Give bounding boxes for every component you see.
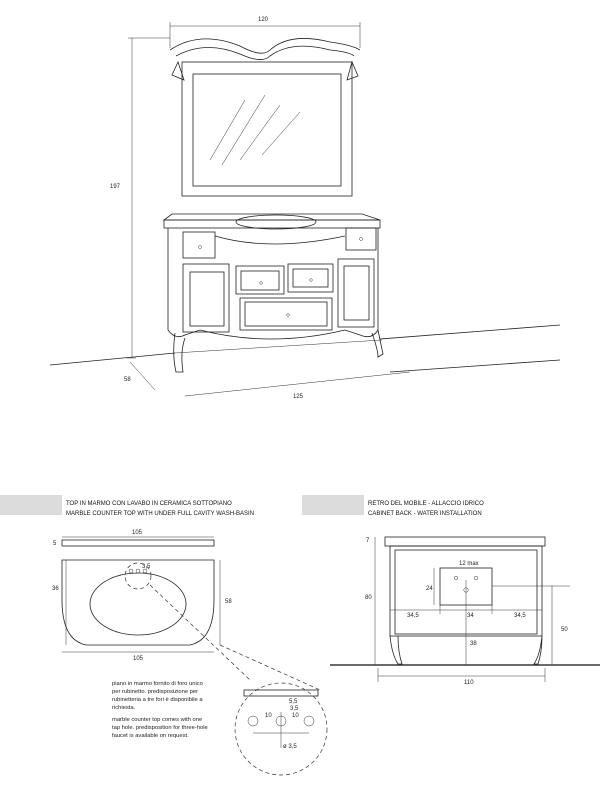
dim-side-58: 58 (225, 599, 232, 605)
detail-dim-10b: 10 (292, 713, 299, 719)
cabinet-title-en: CABINET BACK - WATER INSTALLATION (368, 511, 482, 517)
dim-197: 197 (110, 184, 121, 190)
countertop-title-en: MARBLE COUNTER TOP WITH UNDER FULL CAVIT… (66, 511, 254, 517)
cabinet-title-it: RETRO DEL MOBILE - ALLACCIO IDRICO (368, 501, 484, 507)
dim-cab-50: 50 (561, 627, 568, 633)
detail-dim-phi: ø 3,5 (283, 744, 297, 750)
dim-top-105: 105 (132, 530, 143, 536)
dim-cab-24: 24 (426, 586, 433, 592)
detail-dim-55: 5,5 (289, 699, 298, 705)
dim-120: 120 (258, 17, 269, 23)
dim-cab-12max: 12 max (459, 561, 479, 567)
dim-cab-110: 110 (464, 680, 474, 686)
countertop-note-en: marble counter top comes with one tap ho… (112, 717, 208, 739)
svg-text:piano in marmo fornito di for: piano in marmo fornito di foro unico (112, 681, 203, 687)
svg-text:marble counter top comes with: marble counter top comes with one (112, 717, 202, 723)
overview-drawing: 197 120 58 125 (49, 17, 561, 400)
svg-text:tap hole. predisposition for t: tap hole. predisposition for three-hole (112, 725, 208, 731)
dim-cab-left-345: 34,5 (407, 613, 419, 619)
dim-cab-center-34: 34 (467, 613, 474, 619)
panel-header-bar (0, 495, 62, 515)
svg-text:per rubinetto. predisposizione: per rubinetto. predisposizione per (112, 689, 198, 695)
cabinet-panel: RETRO DEL MOBILE - ALLACCIO IDRICO CABIN… (302, 495, 600, 686)
dim-cab-7: 7 (366, 538, 370, 544)
svg-text:richiesta.: richiesta. (112, 705, 136, 711)
dim-thickness-5: 5 (53, 541, 57, 547)
dim-cab-right-345: 34,5 (514, 613, 526, 619)
dim-cab-38: 38 (470, 641, 477, 647)
detail-dim-10a: 10 (265, 713, 272, 719)
dim-125: 125 (293, 394, 304, 400)
svg-text:faucet is available on request: faucet is available on request. (112, 733, 189, 739)
dim-hole-35: 3,5 (142, 564, 151, 570)
panel-header-bar (302, 495, 364, 515)
dim-bottom-105: 105 (133, 656, 144, 662)
countertop-note-it: piano in marmo fornito di foro unico per… (112, 681, 203, 711)
dim-side-36: 36 (52, 586, 59, 592)
detail-dim-35: 3,5 (290, 706, 299, 712)
countertop-title-it: TOP IN MARMO CON LAVABO IN CERAMICA SOTT… (66, 501, 232, 507)
dim-58: 58 (124, 377, 131, 383)
svg-text:rubinetteria a tre fori è disp: rubinetteria a tre fori è disponibile a (112, 697, 203, 703)
countertop-panel: TOP IN MARMO CON LAVABO IN CERAMICA SOTT… (0, 495, 328, 776)
dim-cab-80: 80 (365, 595, 372, 601)
